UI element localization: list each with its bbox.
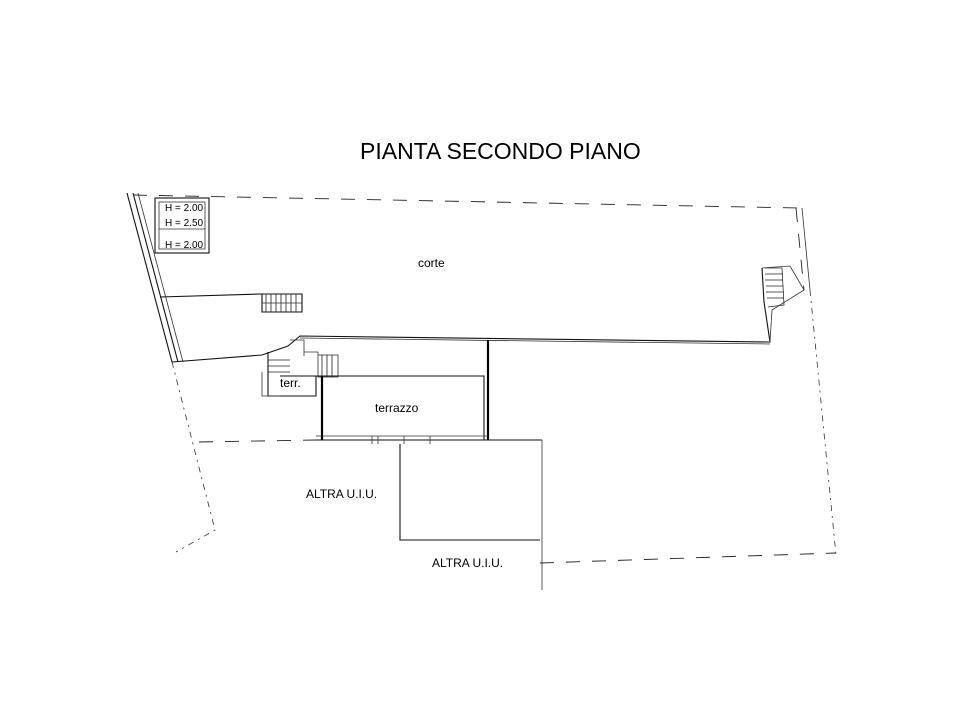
terrace: terrazzo [316, 340, 542, 444]
right-boundary [539, 207, 837, 564]
stairs-right [765, 267, 785, 308]
other-unit-label-2: ALTRA U.I.U. [432, 556, 503, 570]
courtyard-right-wall [761, 265, 805, 343]
courtyard-label: corte [418, 256, 445, 270]
terrazzo-label: terrazzo [375, 401, 419, 415]
stairs-upper [261, 293, 303, 313]
plan-title: PIANTA SECONDO PIANO [360, 138, 641, 164]
height-label-1: H = 2.00 [165, 203, 204, 214]
courtyard-top-boundary [132, 194, 799, 209]
stairs-lower [267, 339, 339, 397]
height-label-3: H = 2.00 [165, 240, 204, 251]
lower-boundary-dashed [198, 439, 317, 443]
other-unit: ALTRA U.I.U. ALTRA U.I.U. [306, 440, 543, 590]
terr-label: terr. [280, 376, 301, 390]
courtyard-outline [159, 293, 263, 298]
small-terrace: terr. [261, 372, 317, 397]
height-label-2: H = 2.50 [165, 218, 204, 229]
other-unit-label-1: ALTRA U.I.U. [306, 487, 377, 501]
lower-left-boundary [171, 361, 216, 553]
courtyard-lower-wall [171, 267, 771, 363]
height-room: H = 2.00 H = 2.50 H = 2.00 [154, 197, 210, 254]
left-boundary-wall [126, 192, 184, 363]
